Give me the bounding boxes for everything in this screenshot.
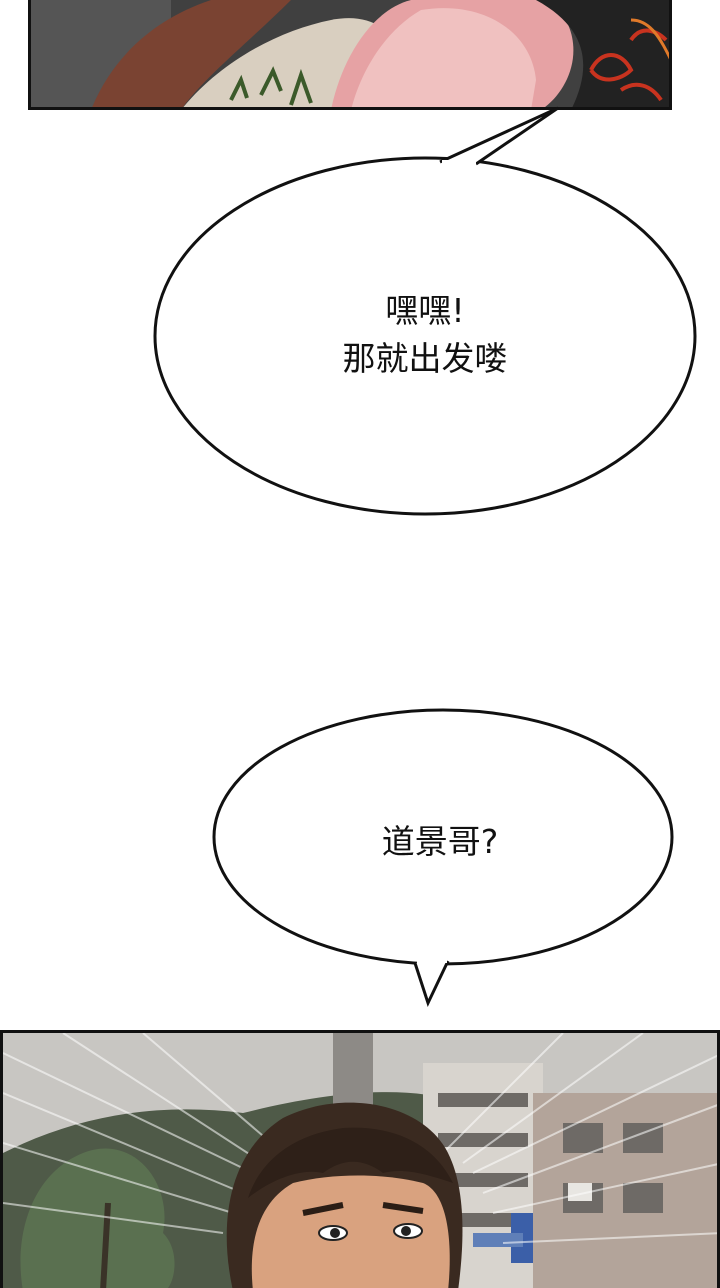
speech-line: 嘿嘿! (385, 291, 465, 330)
speech-line: 那就出发喽 (342, 339, 508, 378)
speech-bubble-1-text: 嘿嘿! 那就出发喽 (280, 287, 570, 383)
speech-bubble-1 (153, 106, 697, 516)
bottom-panel-artwork (3, 1033, 717, 1288)
speech-bubble-2-text: 道景哥? (330, 818, 550, 866)
bottom-comic-panel (0, 1030, 720, 1288)
top-comic-panel (28, 0, 672, 110)
speech-bubble-2 (212, 708, 674, 1008)
speech-line: 道景哥? (381, 822, 499, 861)
top-panel-artwork (31, 0, 669, 107)
